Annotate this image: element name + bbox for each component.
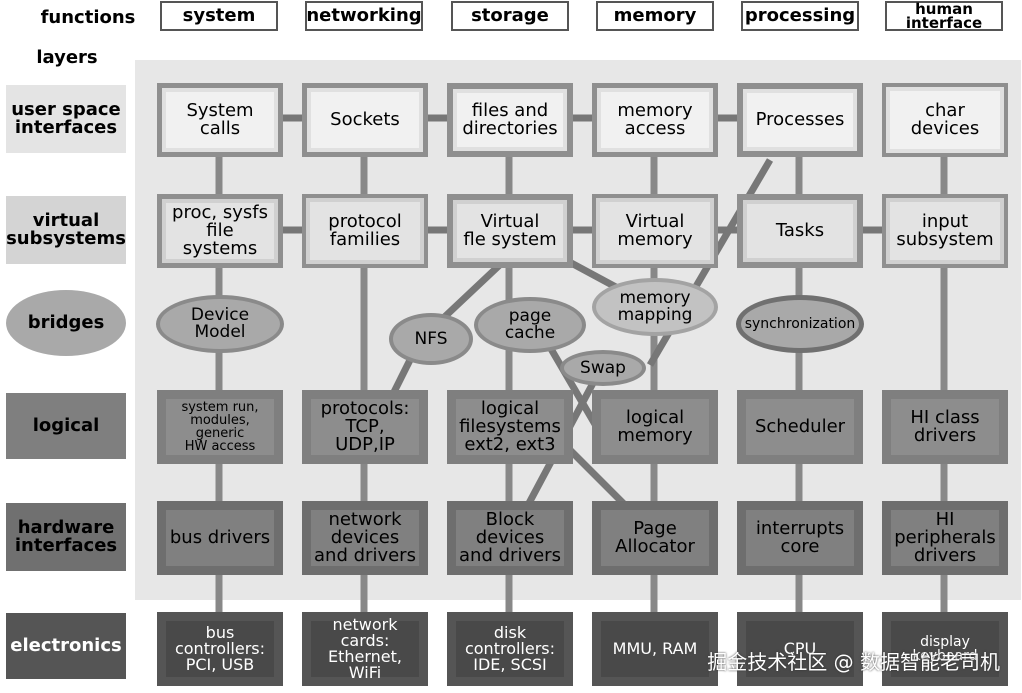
cell-label: network devices and drivers <box>311 510 419 566</box>
cell-label: protocol families <box>310 202 420 260</box>
cell-label: Block devices and drivers <box>456 510 564 566</box>
cell-label: HI peripherals drivers <box>891 510 999 566</box>
watermark-text: 掘金技术社区 @ 数据智能老司机 <box>707 650 1000 674</box>
cell-user-space-3: memory access <box>592 83 718 157</box>
column-header-storage: storage <box>451 1 569 31</box>
cell-logical-5: HI class drivers <box>882 390 1008 464</box>
cell-label: interrupts core <box>746 510 854 566</box>
cell-label: protocols: TCP, UDP,IP <box>311 399 419 455</box>
oval-nfs: NFS <box>389 313 473 365</box>
cell-user-space-1: Sockets <box>302 83 428 157</box>
cell-hardware-5: HI peripherals drivers <box>882 501 1008 575</box>
row-label-user-space: user space interfaces <box>6 85 126 153</box>
column-header-system: system <box>160 1 278 31</box>
cell-label: display keyboard <box>891 621 999 677</box>
cell-label: Virtual memory <box>600 202 710 260</box>
cell-label: disk controllers: IDE, SCSI <box>456 621 564 677</box>
cell-electronics-2: disk controllers: IDE, SCSI <box>447 612 573 686</box>
cell-virtual-3: Virtual memory <box>592 194 718 268</box>
cell-label: char devices <box>890 91 1000 149</box>
cell-label: Sockets <box>311 92 419 148</box>
oval-memory-mapping: memory mapping <box>592 278 718 336</box>
functions-header: functions <box>40 6 136 28</box>
row-label-bridges: bridges <box>6 290 126 356</box>
cell-virtual-5: input subsystem <box>882 194 1008 268</box>
cell-label: files and directories <box>457 93 563 147</box>
cell-electronics-3: MMU, RAM <box>592 612 718 686</box>
cell-label: proc, sysfs file systems <box>166 203 274 259</box>
cell-label: System calls <box>166 92 274 148</box>
cell-label: Scheduler <box>746 399 854 455</box>
oval-page-cache: page cache <box>474 297 586 353</box>
cell-virtual-0: proc, sysfs file systems <box>157 194 283 268</box>
cell-user-space-0: System calls <box>157 83 283 157</box>
cell-label: Processes <box>747 93 853 147</box>
cell-logical-3: logical memory <box>592 390 718 464</box>
cell-user-space-5: char devices <box>882 83 1008 157</box>
cell-logical-4: Scheduler <box>737 390 863 464</box>
cell-hardware-1: network devices and drivers <box>302 501 428 575</box>
cell-label: Page Allocator <box>601 510 709 566</box>
cell-logical-2: logical filesystems ext2, ext3 <box>447 390 573 464</box>
cell-electronics-1: network cards: Ethernet, WiFi <box>302 612 428 686</box>
cell-hardware-4: interrupts core <box>737 501 863 575</box>
column-header-human-interface: human interface <box>885 1 1003 31</box>
cell-logical-0: system run, modules, generic HW access <box>157 390 283 464</box>
cell-label: Virtual fle system <box>457 204 563 258</box>
row-label-hardware-interfaces: hardware interfaces <box>6 503 126 571</box>
cell-logical-1: protocols: TCP, UDP,IP <box>302 390 428 464</box>
cell-user-space-4: Processes <box>737 83 863 157</box>
column-header-processing: processing <box>741 1 859 31</box>
row-label-virtual-subsystems: virtual subsystems <box>6 196 126 264</box>
cell-electronics-4: CPU <box>737 612 863 686</box>
cell-electronics-5: display keyboard <box>882 612 1008 686</box>
column-header-networking: networking <box>305 1 423 31</box>
cell-label: MMU, RAM <box>601 621 709 677</box>
cell-label: CPU <box>746 621 854 677</box>
cell-electronics-0: bus controllers: PCI, USB <box>157 612 283 686</box>
row-label-electronics: electronics <box>6 613 126 679</box>
layers-header: layers <box>36 46 98 68</box>
oval-swap: Swap <box>560 350 646 386</box>
cell-label: input subsystem <box>890 202 1000 260</box>
cell-label: network cards: Ethernet, WiFi <box>311 617 419 681</box>
cell-virtual-2: Virtual fle system <box>447 194 573 268</box>
cell-label: bus drivers <box>166 510 274 566</box>
column-header-memory: memory <box>596 1 714 31</box>
cell-label: Tasks <box>747 204 853 258</box>
cell-hardware-0: bus drivers <box>157 501 283 575</box>
cell-label: bus controllers: PCI, USB <box>166 621 274 677</box>
cell-label: memory access <box>601 92 709 148</box>
cell-user-space-2: files and directories <box>447 83 573 157</box>
cell-hardware-2: Block devices and drivers <box>447 501 573 575</box>
cell-label: HI class drivers <box>891 399 999 455</box>
cell-virtual-4: Tasks <box>737 194 863 268</box>
cell-label: system run, modules, generic HW access <box>166 399 274 455</box>
cell-label: logical memory <box>601 399 709 455</box>
row-label-logical: logical <box>6 393 126 459</box>
cell-virtual-1: protocol families <box>302 194 428 268</box>
cell-label: logical filesystems ext2, ext3 <box>456 399 564 455</box>
oval-synchronization: synchronization <box>736 295 864 353</box>
oval-device-model: Device Model <box>156 295 284 353</box>
cell-hardware-3: Page Allocator <box>592 501 718 575</box>
